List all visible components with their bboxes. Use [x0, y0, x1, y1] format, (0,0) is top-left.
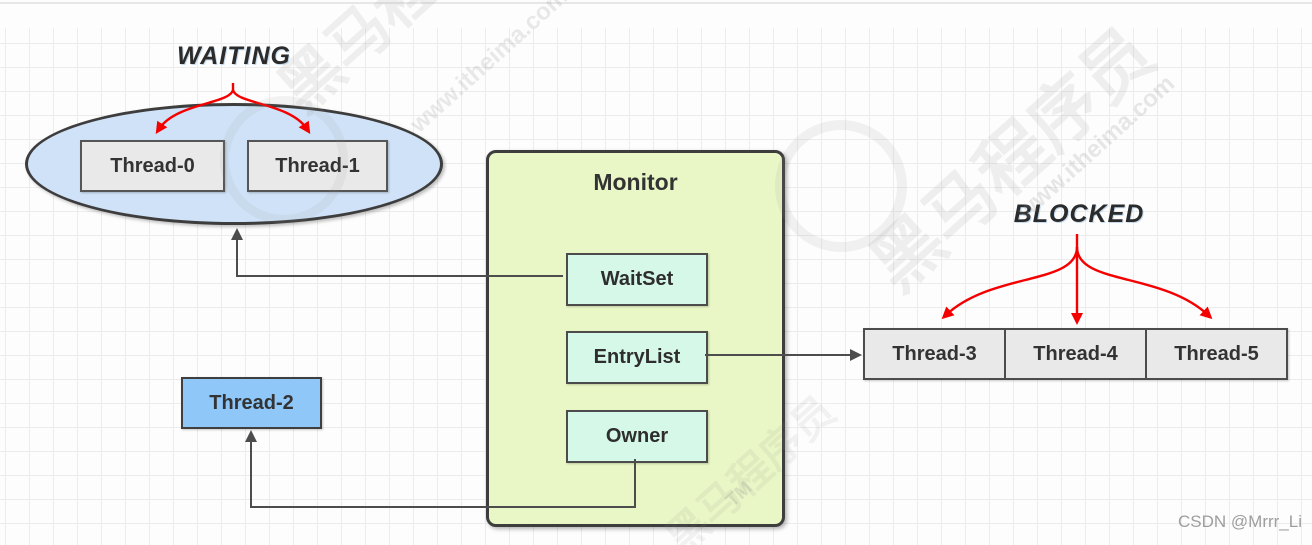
blocked-threads-row: Thread-3 Thread-4 Thread-5 [863, 328, 1288, 380]
monitor-slot-entrylist: EntryList [566, 331, 708, 384]
monitor-title: Monitor [593, 169, 678, 195]
thread-0-box: Thread-0 [80, 140, 225, 192]
monitor-box: Monitor WaitSet EntryList Owner [486, 150, 785, 527]
blocked-state-title: BLOCKED [1013, 200, 1145, 228]
monitor-slot-waitset: WaitSet [566, 253, 708, 306]
thread-2-box: Thread-2 [181, 377, 322, 429]
waiting-state-title: WAITING [177, 42, 291, 70]
thread-4-box: Thread-4 [1004, 330, 1145, 378]
thread-3-box: Thread-3 [892, 342, 977, 365]
csdn-author-watermark: CSDN @Mrrr_Li [1178, 512, 1302, 531]
thread-5-box: Thread-5 [1145, 330, 1286, 378]
monitor-slot-owner: Owner [566, 410, 708, 463]
top-divider-line [0, 2, 1312, 4]
thread-1-box: Thread-1 [247, 140, 388, 192]
